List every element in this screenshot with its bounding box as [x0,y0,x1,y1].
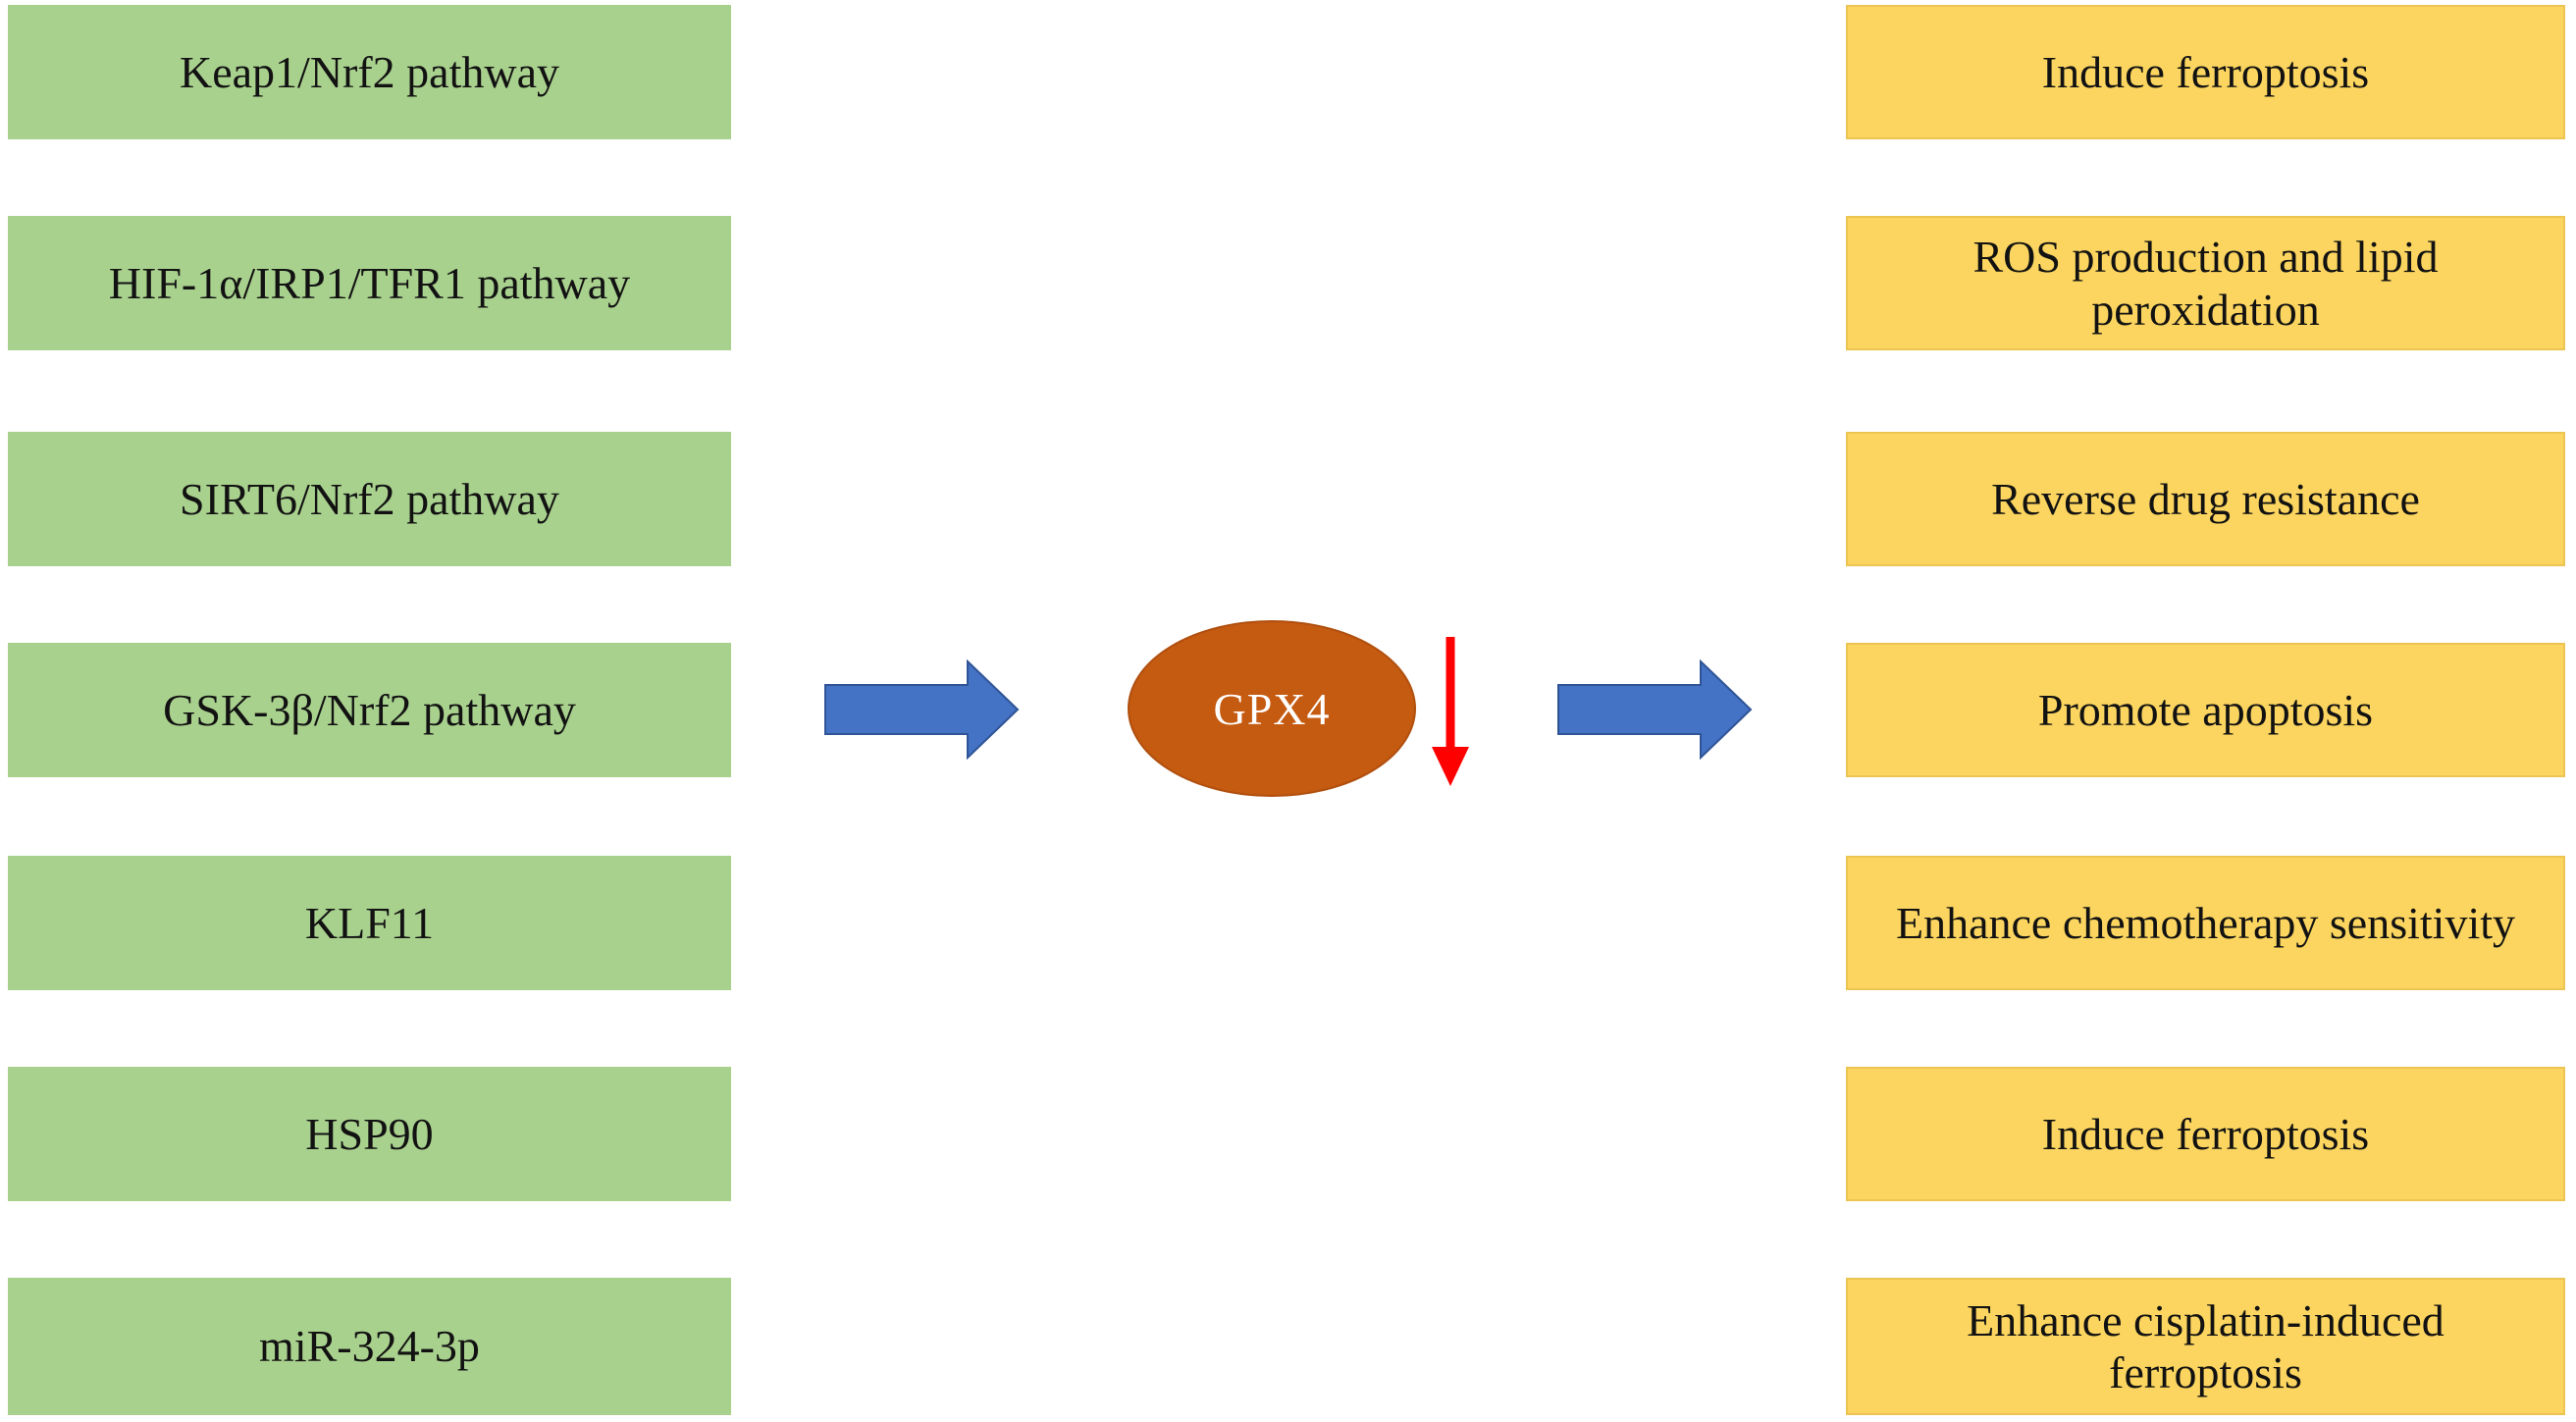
effect-label: Enhance cisplatin-induced ferroptosis [1967,1294,2445,1397]
right-arrow-icon [1557,659,1753,760]
effect-box-promote-apoptosis: Promote apoptosis [1846,643,2565,777]
right-arrow-icon [824,659,1020,760]
regulator-label: SIRT6/Nrf2 pathway [180,473,559,524]
regulator-box-gsk3b-nrf2: GSK-3β/Nrf2 pathway [8,643,731,777]
effect-label: Induce ferroptosis [2041,46,2370,97]
effect-box-induce-ferroptosis-2: Induce ferroptosis [1846,1067,2565,1201]
effect-label: Enhance chemotherapy sensitivity [1895,897,2516,948]
effect-box-enhance-chemo-sensitivity: Enhance chemotherapy sensitivity [1846,856,2565,990]
effect-label: Reverse drug resistance [1991,473,2420,524]
regulator-label: Keap1/Nrf2 pathway [179,46,560,97]
effect-label: Induce ferroptosis [2041,1108,2370,1159]
down-arrow-head [1432,747,1469,786]
effect-label: Promote apoptosis [2037,684,2374,735]
right-arrow-shape [824,659,1020,760]
regulator-label: HSP90 [305,1108,434,1159]
regulator-label: HIF-1α/IRP1/TFR1 pathway [108,257,631,308]
regulator-label: miR-324-3p [259,1321,480,1372]
regulator-box-hif1a-irp1-tfr1: HIF-1α/IRP1/TFR1 pathway [8,216,731,350]
regulator-box-sirt6-nrf2: SIRT6/Nrf2 pathway [8,432,731,566]
gpx4-ellipse [1128,620,1416,797]
regulator-box-klf11: KLF11 [8,856,731,990]
right-arrow-shape [1557,659,1753,760]
regulator-box-mir-324-3p: miR-324-3p [8,1278,731,1415]
regulator-box-hsp90: HSP90 [8,1067,731,1201]
effect-box-ros-lipid-peroxidation: ROS production and lipid peroxidation [1846,216,2565,350]
effect-box-reverse-drug-resistance: Reverse drug resistance [1846,432,2565,566]
effect-box-cisplatin-induced-ferroptosis: Enhance cisplatin-induced ferroptosis [1846,1278,2565,1415]
effect-label: ROS production and lipid peroxidation [1972,232,2439,335]
down-arrow-icon [1432,637,1469,786]
regulator-label: KLF11 [304,897,435,948]
gpx4-label: GPX4 [1213,684,1330,734]
effect-box-induce-ferroptosis-1: Induce ferroptosis [1846,5,2565,139]
gpx4-node: GPX4 [1128,620,1416,797]
regulator-label: GSK-3β/Nrf2 pathway [163,684,576,735]
regulator-box-keap1-nrf2: Keap1/Nrf2 pathway [8,5,731,139]
